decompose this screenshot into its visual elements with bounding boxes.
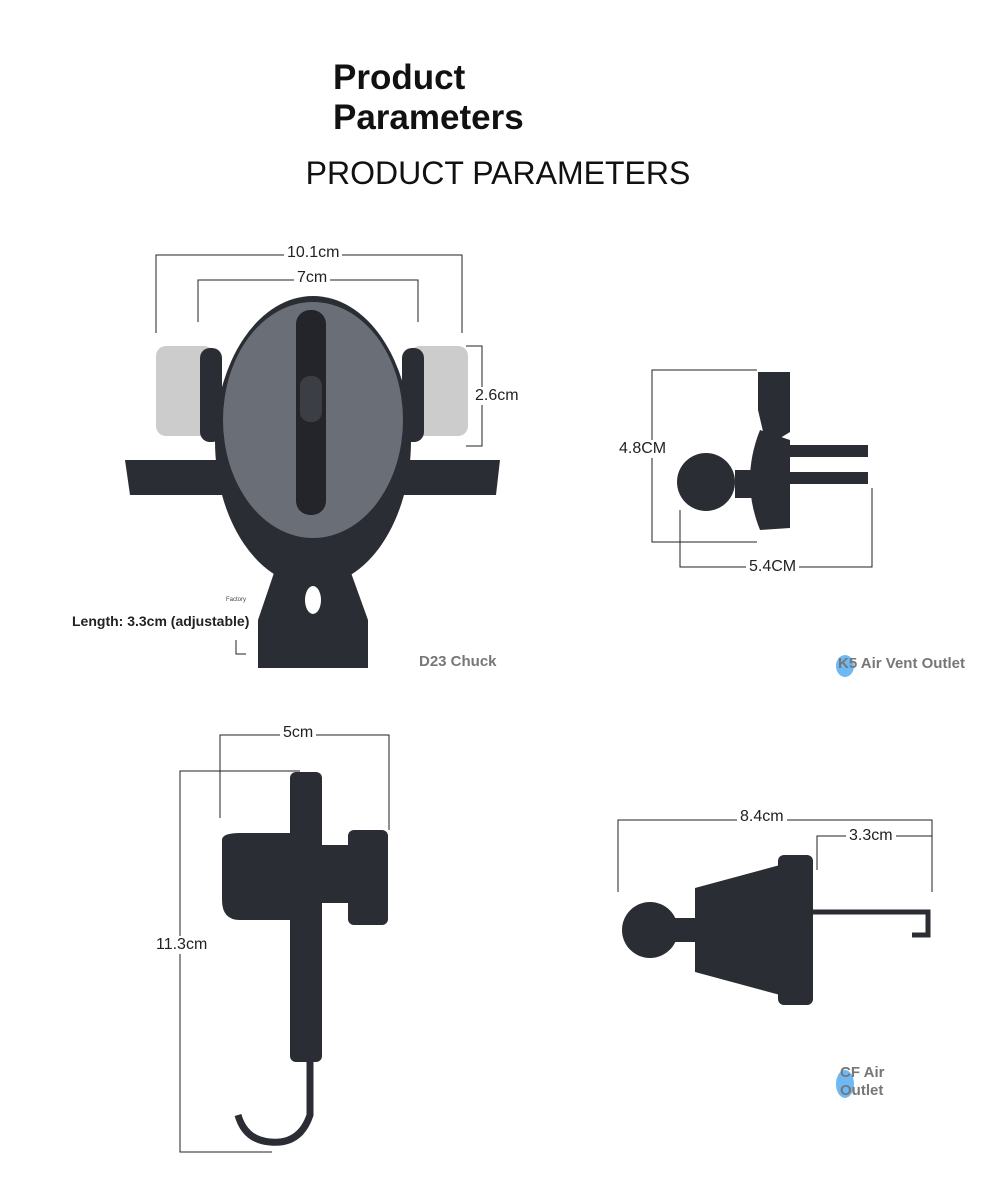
d23-inner-width-label: 7cm <box>294 269 331 287</box>
title-line-1: Product <box>333 58 466 97</box>
k5-vent-clip-image <box>677 372 868 530</box>
side-height-label: 11.3cm <box>153 936 211 954</box>
page-title: Product Parameters <box>333 58 524 138</box>
k5-depth-label: 5.4CM <box>746 558 800 576</box>
d23-holder-image <box>125 296 500 668</box>
page-subtitle: PRODUCT PARAMETERS <box>305 155 691 191</box>
d23-caption: D23 Chuck <box>419 653 497 670</box>
cf-caption-line-2: Outlet <box>840 1082 884 1099</box>
accent-dot <box>836 655 854 677</box>
side-width-label: 5cm <box>280 724 317 742</box>
cf-caption: CF Air Outlet <box>840 1064 884 1100</box>
d23-length-label: Length: 3.3cm (adjustable) <box>72 613 250 629</box>
cf-vent-clip-image <box>622 855 931 1005</box>
k5-height-label: 4.8CM <box>616 440 670 458</box>
cf-width-label: 8.4cm <box>737 808 787 826</box>
cf-hook-label: 3.3cm <box>846 827 896 845</box>
title-line-2: Parameters <box>333 98 524 137</box>
cf-caption-line-1: CF Air <box>840 1064 885 1081</box>
factory-label: Factory <box>226 597 247 603</box>
side-view-image <box>222 772 388 1146</box>
accent-dot <box>836 1070 854 1098</box>
d23-outer-width-label: 10.1cm <box>284 244 343 262</box>
d23-arm-height-label: 2.6cm <box>472 387 522 405</box>
k5-caption: K5 Air Vent Outlet <box>838 655 965 672</box>
